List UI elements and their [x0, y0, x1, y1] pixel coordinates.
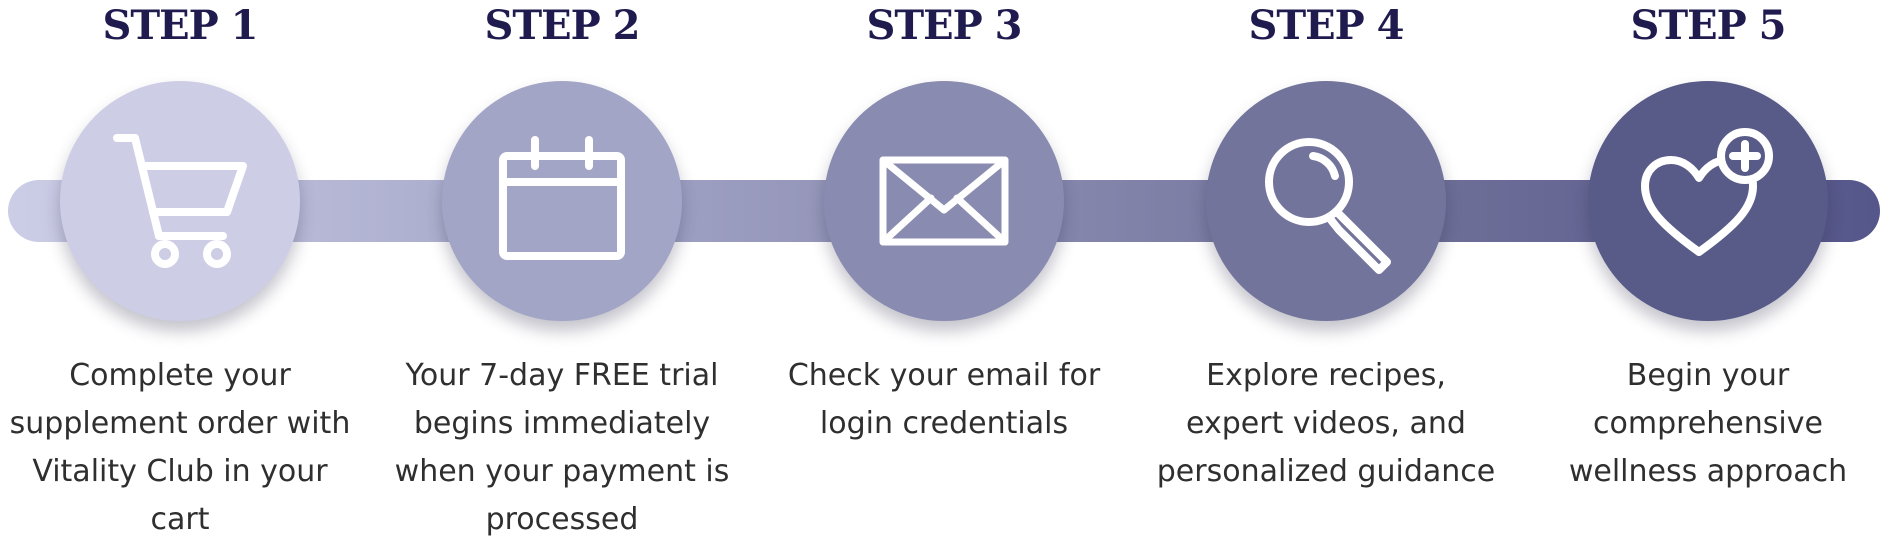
- step-title: STEP 2: [484, 2, 641, 49]
- description-line: processed: [485, 502, 639, 537]
- step-title: STEP 3: [866, 2, 1023, 49]
- description-line: Check your email for: [787, 358, 1101, 393]
- step-circle: [442, 81, 682, 321]
- step-title: STEP 4: [1248, 2, 1405, 49]
- description-line: when your payment is: [394, 454, 730, 489]
- step-title: STEP 1: [102, 2, 259, 49]
- step-circle: [60, 81, 300, 321]
- description-line: cart: [150, 502, 210, 537]
- description-line: Complete your: [69, 358, 291, 393]
- step-circle: [1206, 81, 1446, 321]
- step-title: STEP 5: [1630, 2, 1787, 49]
- heart-plus-icon: [1641, 128, 1773, 256]
- magnifying-glass-icon: [1265, 138, 1391, 274]
- step-circle: [1588, 81, 1828, 321]
- description-line: supplement order with: [9, 406, 351, 441]
- description-line: begins immediately: [413, 406, 711, 441]
- description-line: Begin your: [1626, 358, 1790, 393]
- step-circle: [824, 81, 1064, 321]
- step-4: STEP 4 Explore recipes, expert videos, a…: [1136, 0, 1516, 544]
- step-1: STEP 1 Complete your supplement order wi…: [0, 0, 370, 544]
- step-2: STEP 2 Your 7-day FREE trial begins imme…: [372, 0, 752, 544]
- description-line: expert videos, and: [1186, 406, 1466, 441]
- step-description: Begin your comprehensive wellness approa…: [1518, 352, 1889, 496]
- description-line: wellness approach: [1568, 454, 1848, 489]
- description-line: Your 7-day FREE trial: [405, 358, 719, 393]
- description-line: login credentials: [819, 406, 1069, 441]
- description-line: Vitality Club in your: [32, 454, 328, 489]
- shopping-cart-icon: [113, 134, 247, 268]
- step-description: Complete your supplement order with Vita…: [0, 352, 370, 544]
- step-description: Check your email for login credentials: [754, 352, 1134, 448]
- step-description: Your 7-day FREE trial begins immediately…: [372, 352, 752, 544]
- description-line: Explore recipes,: [1206, 358, 1446, 393]
- step-5: STEP 5 Begin your comprehensive wellness…: [1518, 0, 1889, 544]
- description-line: personalized guidance: [1156, 454, 1496, 489]
- envelope-icon: [879, 156, 1009, 246]
- description-line: comprehensive: [1593, 406, 1823, 441]
- step-description: Explore recipes, expert videos, and pers…: [1136, 352, 1516, 496]
- step-3: STEP 3 Check your email for login creden…: [754, 0, 1134, 544]
- calendar-icon: [499, 136, 625, 260]
